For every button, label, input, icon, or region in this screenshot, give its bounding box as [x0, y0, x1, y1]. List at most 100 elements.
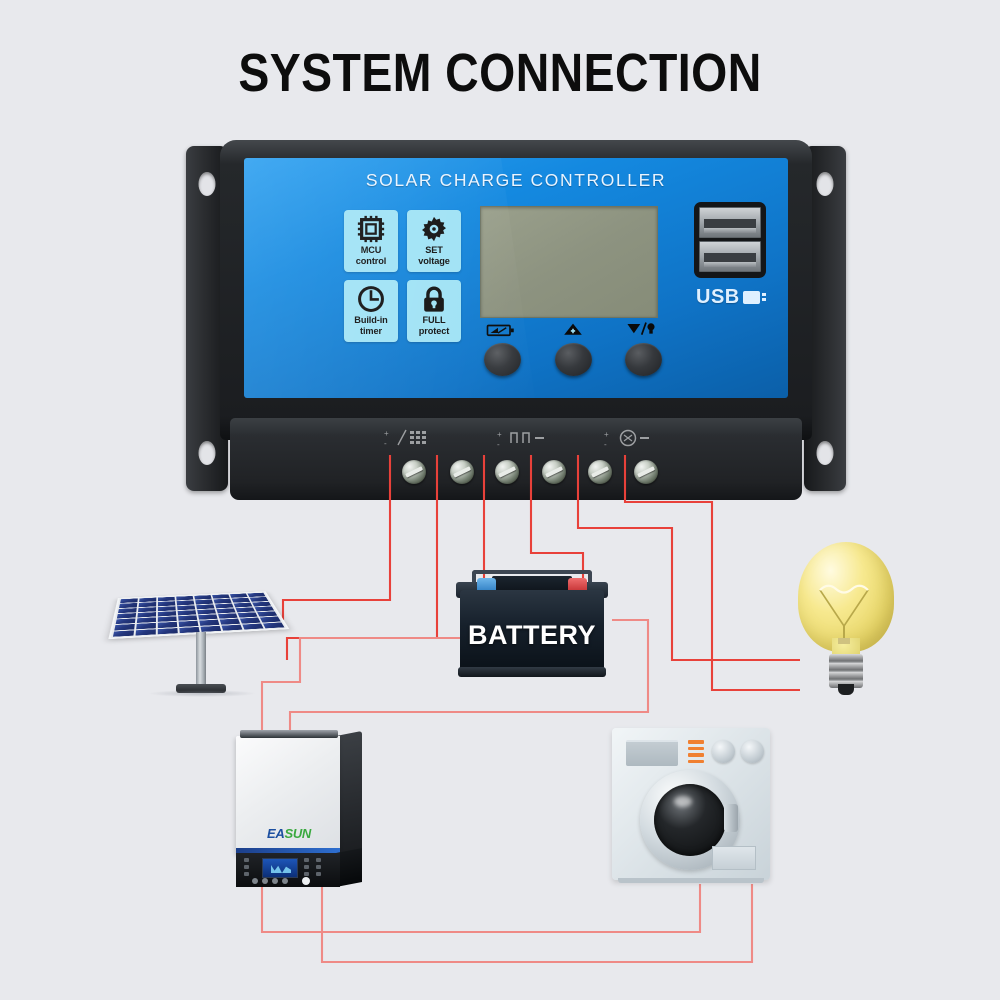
solar-cell: [112, 630, 135, 637]
terminal-screw[interactable]: [542, 460, 566, 484]
washer-program-knob[interactable]: [712, 740, 735, 763]
inverter-logo: EASUN: [262, 826, 316, 841]
solar-cell: [200, 625, 222, 632]
svg-text:+: +: [604, 430, 609, 439]
down-light-icon: [627, 322, 655, 335]
battery-icon: + -: [497, 430, 544, 449]
washer-door-handle[interactable]: [724, 804, 738, 832]
terminal-screw[interactable]: [588, 460, 612, 484]
inverter-led: [316, 865, 321, 869]
chip-icon: [357, 215, 385, 243]
inverter-button[interactable]: [262, 878, 268, 884]
menu-button[interactable]: [484, 343, 521, 376]
washer-door-glass[interactable]: [654, 784, 726, 856]
battery: BATTERY: [452, 562, 612, 688]
gear-icon: [422, 216, 446, 242]
battery-handle: [472, 570, 592, 586]
solar-panel: [104, 534, 300, 698]
bulb-contact-tip: [838, 684, 854, 695]
usb-port[interactable]: [699, 207, 761, 238]
solar-cell: [135, 629, 156, 636]
usb-ports[interactable]: [694, 202, 766, 278]
mount-hole-icon: [816, 441, 834, 465]
inverter-lcd-display: [262, 858, 298, 878]
mount-hole-icon: [198, 172, 216, 196]
inverter-led: [244, 872, 249, 876]
inverter-led: [316, 858, 321, 862]
terminal-screw[interactable]: [495, 460, 519, 484]
inverter-button[interactable]: [282, 878, 288, 884]
lamp-icon: + -: [604, 429, 649, 449]
washer-detergent-drawer[interactable]: [626, 740, 678, 766]
inverter-front-panel: [236, 736, 340, 854]
solar-panel-icon: + -: [384, 429, 426, 448]
washer-led: [688, 759, 704, 763]
bulb-glass: [798, 542, 894, 652]
svg-text:-: -: [384, 439, 387, 448]
down-button[interactable]: [625, 343, 662, 376]
svg-text:+: +: [384, 429, 389, 438]
solar-cell: [262, 622, 285, 629]
page-title: SYSTEM CONNECTION: [238, 43, 762, 103]
inverter-led: [244, 865, 249, 869]
washer-temperature-knob[interactable]: [741, 740, 764, 763]
battery-body: [460, 590, 604, 670]
solar-panel-base: [176, 684, 226, 693]
washer-led: [688, 753, 704, 757]
solar-panel-shadow: [148, 690, 256, 697]
washer-filter-hatch[interactable]: [712, 846, 756, 870]
inverter-accent-stripe: [236, 848, 340, 853]
inverter-led: [244, 858, 249, 862]
washer-led: [688, 740, 704, 744]
inverter-button[interactable]: [252, 878, 258, 884]
mount-hole-icon: [198, 441, 216, 465]
inverter-led-column-right2: [316, 858, 321, 876]
solar-cell: [221, 624, 243, 631]
washer-indicator-lights: [688, 740, 704, 766]
inverter-logo-part1: EA: [266, 826, 285, 841]
up-button[interactable]: [555, 343, 592, 376]
inverter-led: [316, 872, 321, 876]
up-plus-icon: [564, 323, 582, 335]
clock-icon: [358, 286, 384, 312]
inverter: EASUN: [232, 726, 372, 887]
svg-text:-: -: [497, 440, 500, 449]
washer-base: [618, 878, 764, 883]
usb-label-text: USB: [696, 286, 740, 308]
lcd-display: [480, 206, 658, 318]
usb-port[interactable]: [699, 241, 761, 272]
inverter-logo-part2: SUN: [284, 826, 312, 841]
inverter-control-panel: [236, 853, 340, 887]
wire-inverter-to-washer-2: [320, 884, 754, 964]
wire-inverter-to-washer-1: [260, 884, 702, 934]
bulb-screw-base: [829, 654, 863, 688]
inverter-led: [304, 858, 309, 862]
battery-base: [458, 667, 606, 677]
inverter-led: [304, 872, 309, 876]
battery-menu-icon: [486, 324, 514, 337]
terminal-screw[interactable]: [634, 460, 658, 484]
inverter-led-column-right: [304, 858, 309, 876]
solar-cell: [157, 627, 178, 635]
inverter-button[interactable]: [272, 878, 278, 884]
washing-machine: [612, 728, 770, 886]
inverter-top-plate: [240, 730, 338, 738]
inverter-power-button[interactable]: [302, 877, 310, 885]
light-bulb: [786, 542, 906, 702]
mount-hole-icon: [816, 172, 834, 196]
terminal-screw[interactable]: [450, 460, 474, 484]
solar-panel-pole: [196, 632, 206, 688]
terminal-screw[interactable]: [402, 460, 426, 484]
inverter-led-column-left: [244, 858, 249, 876]
